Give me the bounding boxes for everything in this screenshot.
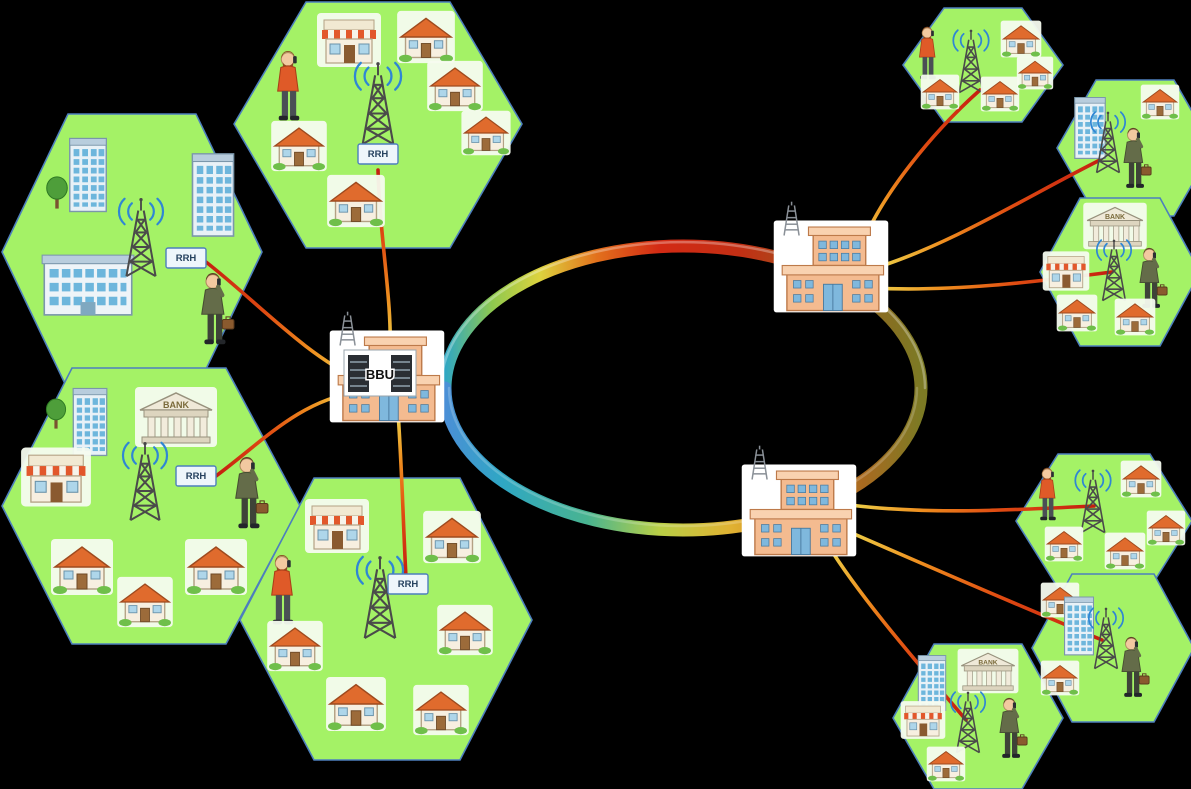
- house-icon: [1140, 84, 1180, 120]
- fiber-ring-top-arc: [438, 239, 928, 395]
- fiber-ring: [438, 239, 928, 537]
- house-icon: [50, 538, 114, 596]
- house-icon: [325, 676, 387, 732]
- house-icon: [422, 510, 482, 564]
- rrh-box: RRH: [165, 247, 207, 269]
- rrh-box: RRH: [175, 465, 217, 487]
- bank-icon: [1082, 202, 1148, 250]
- fiber-link-bbu-to-bottom-rrh: [396, 410, 408, 580]
- house-icon: [1056, 294, 1098, 332]
- office-building-icon: [68, 136, 108, 214]
- bank-icon: [134, 386, 218, 448]
- rrh-box-frame: [387, 573, 429, 595]
- rrh-box: RRH: [387, 573, 429, 595]
- house-icon: [460, 110, 512, 156]
- bank-icon: [957, 648, 1019, 694]
- bbu-panel: BBU: [343, 349, 417, 397]
- fiber-ring-highlight: [439, 240, 927, 390]
- bbu-label: BBU: [366, 367, 394, 382]
- office-building-wide-icon: [40, 253, 136, 317]
- rrh-labels-layer: RRH RRH RRH RRH: [165, 143, 429, 595]
- office-building-icon: [1063, 595, 1095, 657]
- rrh-label: RRH: [398, 579, 419, 590]
- house-icon: [1114, 298, 1156, 336]
- sites-layer: BBU: [328, 200, 890, 558]
- house-icon: [1016, 56, 1054, 90]
- house-icon: [436, 604, 494, 656]
- fiber-link-co2-to-cell-j: [826, 543, 968, 722]
- house-icon: [1146, 510, 1186, 546]
- rrh-box-frame: [357, 143, 399, 165]
- store-icon: [316, 12, 382, 68]
- house-icon: [926, 746, 966, 782]
- house-icon: [1044, 526, 1084, 562]
- store-icon: [900, 700, 946, 740]
- house-icon: [116, 576, 174, 628]
- house-icon: [396, 10, 456, 64]
- server-rack-icon: [348, 355, 369, 392]
- house-icon: [266, 620, 324, 672]
- office-building-icon: [190, 152, 236, 238]
- rrh-box-frame: [175, 465, 217, 487]
- rrh-label: RRH: [368, 149, 389, 160]
- fiber-ring-highlight: [447, 386, 919, 528]
- house-icon: [1120, 460, 1162, 498]
- house-icon: [184, 538, 248, 596]
- house-icon: [1104, 532, 1146, 570]
- rrh-box: RRH: [357, 143, 399, 165]
- house-icon: [1000, 20, 1042, 58]
- store-icon: [304, 498, 370, 554]
- rrh-label: RRH: [186, 471, 207, 482]
- house-icon: [920, 74, 960, 110]
- office-building-icon: [71, 387, 109, 457]
- house-icon: [326, 174, 386, 228]
- fiber-link-co2-to-cell-h: [848, 503, 1096, 513]
- house-icon: [1040, 660, 1080, 696]
- house-icon: [270, 120, 328, 172]
- house-icon: [980, 76, 1020, 112]
- rrh-box-frame: [165, 247, 207, 269]
- bbu-site: BBU: [328, 310, 446, 424]
- house-icon: [426, 60, 484, 112]
- store-icon: [1042, 250, 1090, 292]
- fiber-link-co1-to-cell-f: [873, 158, 1102, 270]
- fiber-ring-bottom-arc: [438, 381, 928, 537]
- store-icon: [20, 446, 92, 508]
- house-icon: [412, 684, 470, 736]
- rrh-label: RRH: [176, 253, 197, 264]
- server-rack-icon: [391, 355, 412, 392]
